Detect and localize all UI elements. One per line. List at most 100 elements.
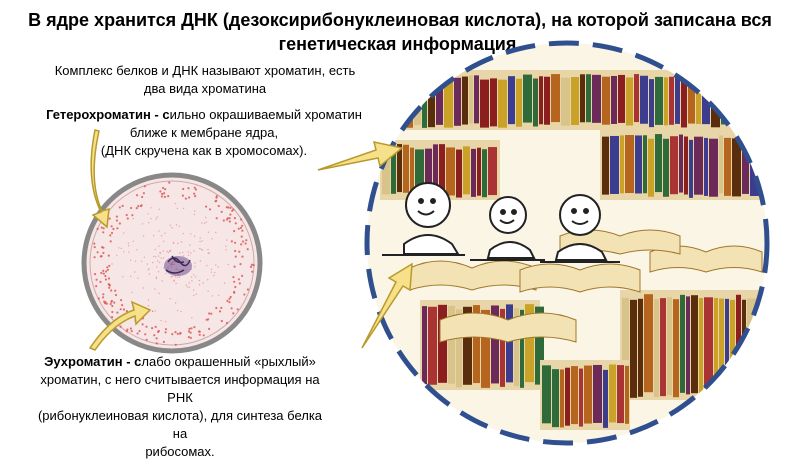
chromatin-dot	[153, 235, 155, 237]
chromatin-dot	[188, 254, 190, 256]
chromatin-dot	[169, 298, 171, 300]
chromatin-dot	[200, 248, 203, 250]
chromatin-dot	[190, 276, 193, 278]
title-line-2: генетическая информация.	[278, 34, 522, 54]
book-spine	[625, 135, 634, 194]
chromatin-dot	[178, 225, 181, 227]
heterochromatin-line-1-rest: ильно окрашиваемый хроматин	[169, 107, 362, 122]
chromatin-dot	[182, 251, 184, 253]
book-spine	[571, 76, 579, 125]
euchromatin-line-1-rest: лабо окрашенный «рыхлый»	[141, 354, 316, 369]
chromatin-dot	[182, 187, 185, 191]
chromatin-dot	[188, 286, 190, 288]
chromatin-dot	[137, 277, 139, 279]
chromatin-dot	[151, 327, 154, 330]
chromatin-dot	[190, 327, 193, 330]
book-spine	[603, 369, 608, 428]
book-spine	[382, 146, 390, 195]
chromatin-dot	[195, 293, 197, 295]
chromatin-dot	[206, 264, 208, 267]
chromatin-dot	[102, 246, 105, 249]
heterochromatin-term: Гетерохроматин - с	[46, 107, 170, 122]
figure-3	[540, 194, 620, 263]
chromatin-dot	[111, 304, 114, 308]
chromatin-dot	[243, 293, 246, 296]
chromatin-dot	[102, 269, 105, 272]
book-spine	[463, 306, 472, 385]
chromatin-dot	[225, 249, 227, 251]
chromatin-dot	[145, 338, 148, 341]
chromatin-dot	[109, 302, 112, 306]
chromatin-dot	[236, 308, 239, 311]
chromatin-dot	[111, 316, 114, 319]
chromatin-dot	[234, 222, 237, 225]
book-spine	[593, 364, 602, 423]
chromatin-dot	[193, 192, 196, 195]
chromatin-dot	[185, 284, 187, 286]
chromatin-dot	[232, 312, 235, 315]
chromatin-dot	[227, 206, 230, 209]
chromatin-dot	[227, 263, 229, 266]
chromatin-dot	[125, 330, 128, 333]
arrow-euchromatin-to-nucleus	[88, 300, 152, 351]
chromatin-dot	[208, 327, 211, 330]
chromatin-dot	[130, 330, 133, 333]
figure-1	[382, 182, 465, 256]
chromatin-dot	[120, 299, 123, 302]
chromatin-dot	[230, 307, 233, 310]
chromatin-dot	[116, 311, 119, 314]
book-spine	[684, 136, 688, 195]
chromatin-dot	[126, 217, 129, 220]
chromatin-dot	[167, 252, 170, 254]
chromatin-dot	[207, 231, 210, 233]
book-spine	[694, 136, 703, 195]
chromatin-dot	[179, 332, 182, 335]
chromatin-dot	[168, 181, 171, 184]
chromatin-dot	[137, 205, 140, 208]
chromatin-dot	[208, 252, 210, 254]
chromatin-dot	[100, 226, 103, 229]
chromatin-dot	[218, 294, 220, 297]
chromatin-dot	[160, 195, 163, 198]
chromatin-dot	[123, 251, 125, 253]
chromatin-dot	[180, 310, 182, 313]
book-spine	[681, 79, 687, 128]
chromatin-dot	[141, 223, 144, 225]
book-spine	[448, 305, 455, 384]
chromatin-dot	[104, 301, 107, 304]
chromatin-dot	[225, 321, 229, 325]
chromatin-dot	[193, 294, 195, 297]
chromatin-dot	[148, 273, 151, 275]
chromatin-dot	[125, 310, 128, 313]
chromatin-dot	[174, 343, 177, 346]
chromatin-dot	[161, 192, 164, 196]
chromatin-dot	[250, 263, 253, 266]
chromatin-dot	[192, 289, 195, 291]
chromatin-dot	[138, 329, 141, 333]
book-spine	[602, 76, 610, 125]
chromatin-dot	[246, 248, 249, 251]
chromatin-dot	[210, 312, 213, 315]
chromatin-dot	[211, 238, 213, 240]
chromatin-dot	[142, 287, 145, 289]
chromatin-dot	[210, 268, 213, 271]
book-spine	[488, 147, 497, 196]
chromatin-dot	[233, 230, 236, 233]
book-spine	[620, 135, 624, 194]
book-spine	[428, 79, 435, 128]
chromatin-dot	[214, 200, 217, 203]
book-spine	[410, 147, 414, 196]
chromatin-dot	[197, 330, 201, 333]
chromatin-dot	[147, 305, 149, 307]
chromatin-dot	[97, 297, 100, 300]
chromatin-dot	[194, 188, 197, 191]
chromatin-dot	[163, 192, 166, 195]
chromatin-dot	[232, 276, 235, 279]
chromatin-dot	[125, 213, 128, 217]
chromatin-dot	[131, 291, 133, 294]
chromatin-dot	[154, 325, 157, 328]
chromatin-dot	[193, 274, 195, 276]
chromatin-dot	[229, 295, 232, 299]
chromatin-dot	[182, 232, 184, 235]
arrow-heterochromatin-to-nucleus	[90, 129, 110, 229]
